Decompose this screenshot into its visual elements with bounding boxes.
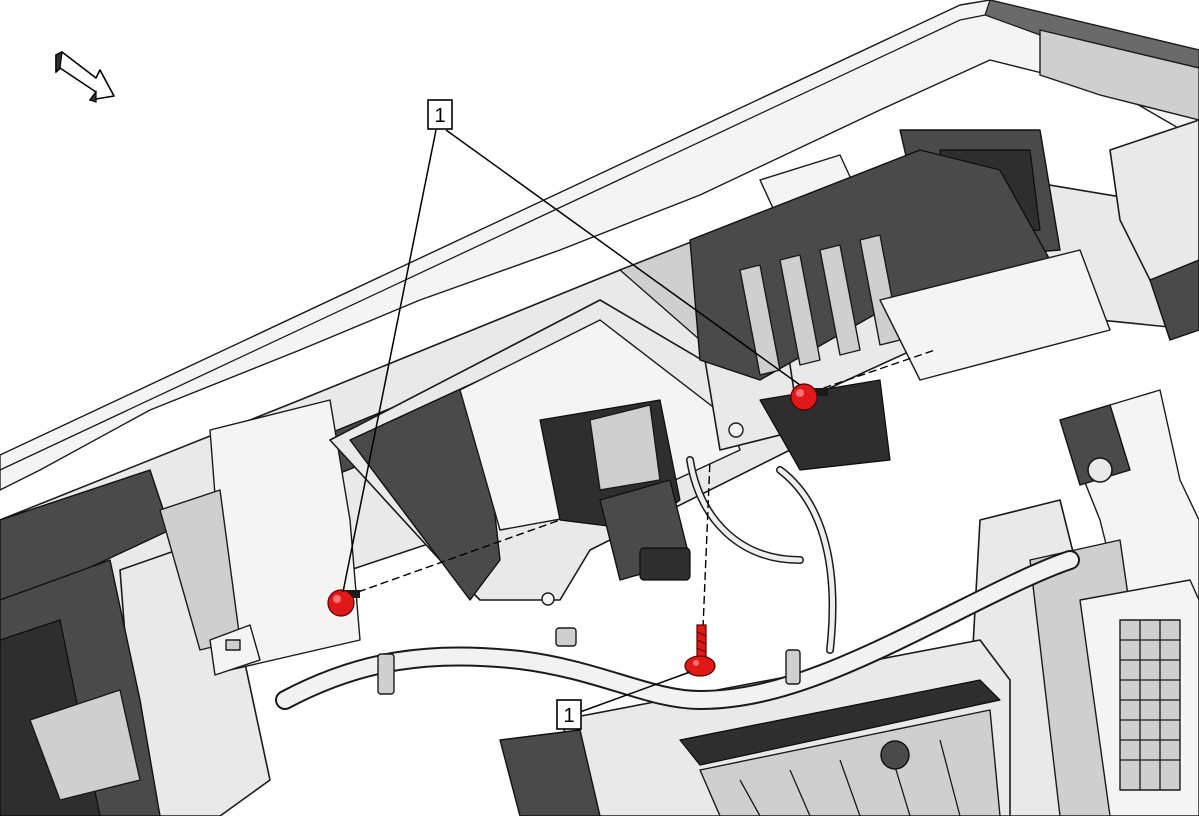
forward-direction-arrow-icon bbox=[55, 50, 115, 103]
fastener-left bbox=[327, 589, 360, 617]
callout-leaders bbox=[342, 129, 801, 713]
lower-module bbox=[499, 639, 1011, 816]
wiring-harness bbox=[275, 456, 1080, 711]
right-mount-bracket bbox=[689, 149, 1111, 381]
upper-cover-panel bbox=[0, 0, 1199, 491]
left-bracket-assembly bbox=[0, 399, 361, 816]
fastener-install-paths bbox=[357, 349, 936, 629]
callout-bottom: 1 bbox=[556, 699, 582, 730]
connector-grid bbox=[1119, 619, 1181, 791]
callout-top: 1 bbox=[427, 99, 453, 130]
fastener-bottom bbox=[684, 624, 716, 677]
callout-top-label: 1 bbox=[434, 105, 445, 127]
callout-bottom-label: 1 bbox=[563, 705, 574, 727]
fastener-right bbox=[790, 383, 828, 411]
